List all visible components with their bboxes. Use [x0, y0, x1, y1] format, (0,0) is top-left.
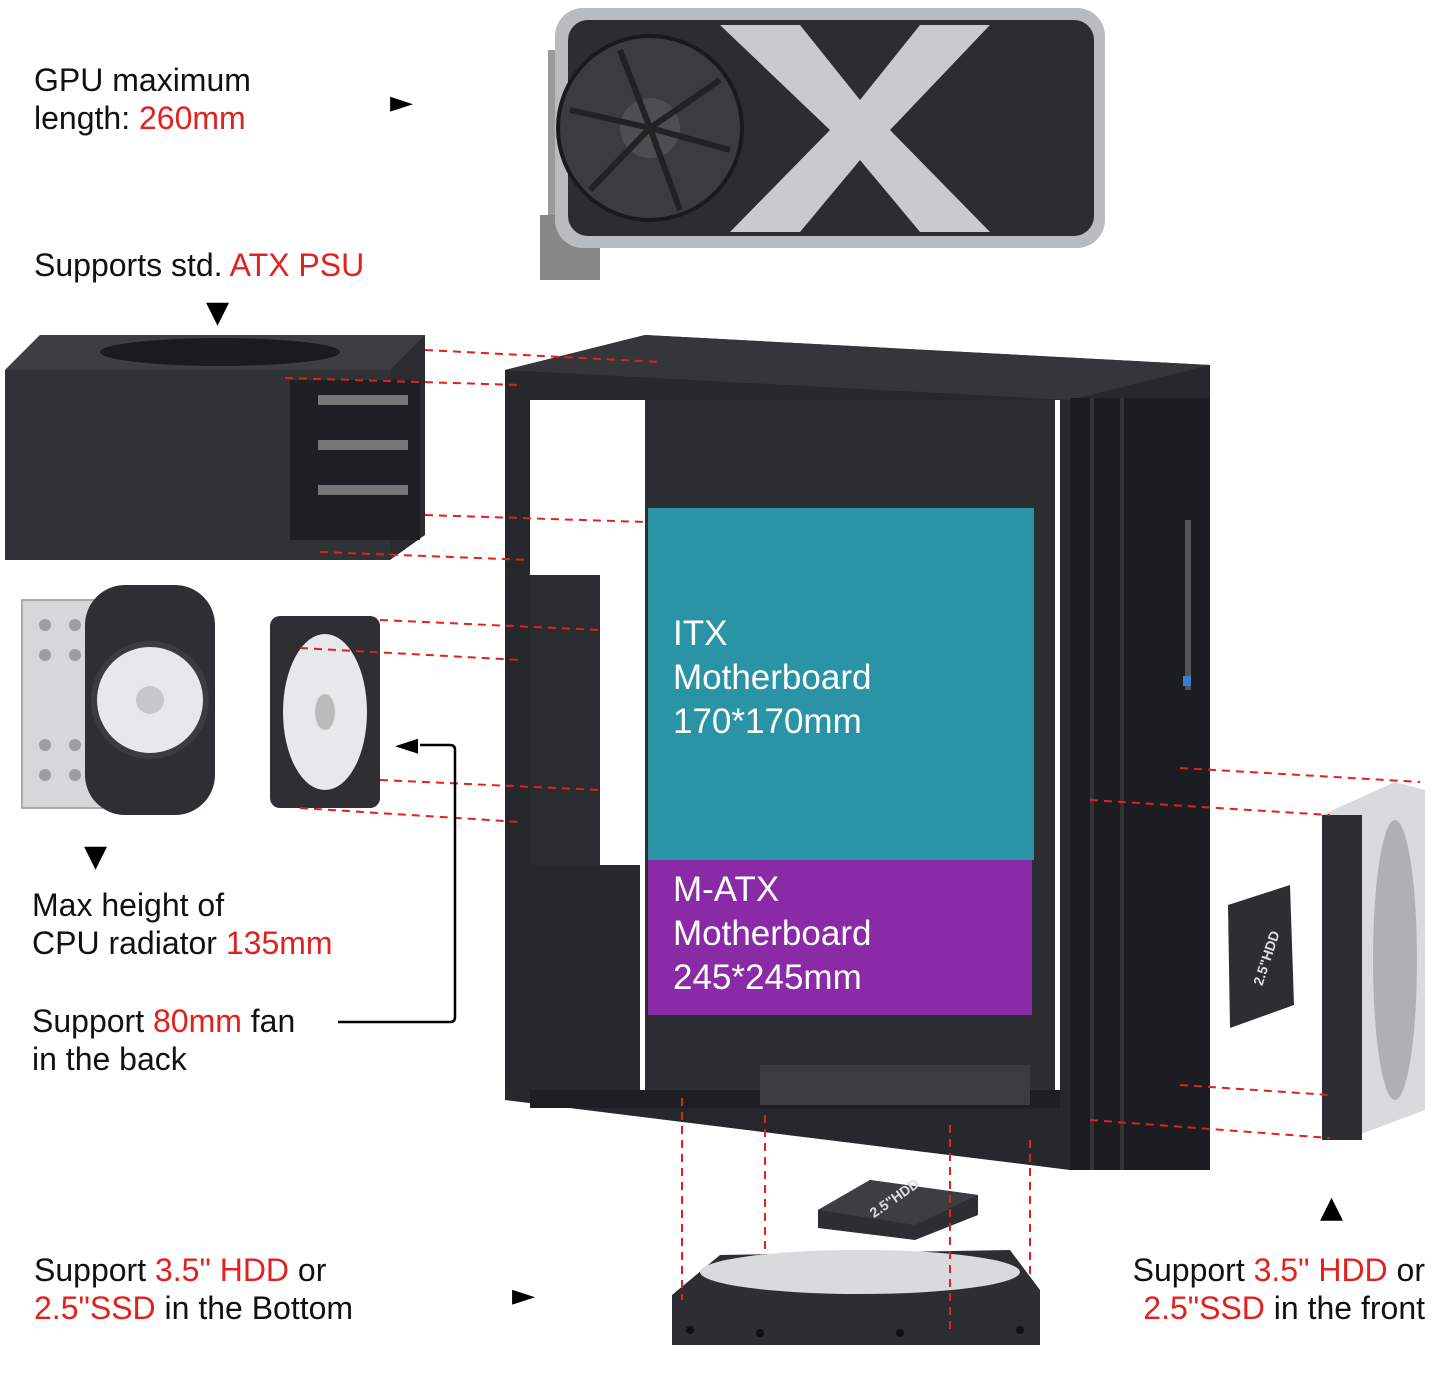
itx-board-label: ITX Motherboard 170*170mm — [673, 612, 871, 744]
cpu-height-value: 135mm — [225, 925, 333, 961]
front-label-prefix: Support — [1132, 1252, 1254, 1288]
matx-board-label: M-ATX Motherboard 245*245mm — [673, 868, 871, 1000]
front-ssd-value: 2.5"SSD — [1143, 1290, 1265, 1326]
cpu-cooler-illustration — [21, 585, 215, 815]
bottom-ssd-value: 2.5"SSD — [34, 1290, 156, 1326]
front-drive-label: Support 3.5" HDD or 2.5"SSD in the front — [1133, 1251, 1425, 1327]
bottom-label-prefix: Support — [34, 1252, 155, 1288]
psu-illustration — [5, 335, 425, 560]
gpu-length-value: 260mm — [138, 100, 246, 136]
matx-board-subtitle: Motherboard — [673, 914, 872, 953]
front-ssd-illustration — [1228, 885, 1294, 1028]
front-label-mid: or — [1387, 1252, 1425, 1288]
bottom-ssd-illustration — [818, 1180, 978, 1240]
gpu-arrow-right: ► — [390, 85, 414, 120]
itx-motherboard-area — [648, 508, 1034, 860]
gpu-label-line2: length: 260mm — [34, 99, 251, 137]
fan-label-line2: in the back — [32, 1041, 187, 1077]
front-hdd-value: 3.5" HDD — [1253, 1252, 1388, 1288]
rear-vent-grid — [535, 585, 593, 855]
psu-label: Supports std. ATX PSU — [34, 246, 364, 284]
bottom-label-suffix: in the Bottom — [155, 1290, 354, 1326]
bottom-drive-label: Support 3.5" HDD or 2.5"SSD in the Botto… — [34, 1251, 353, 1327]
gpu-label-line1: GPU maximum — [34, 62, 251, 98]
bottom-label-line1: Support 3.5" HDD or — [34, 1251, 353, 1289]
cpu-height-label: Max height of CPU radiator 135mm — [32, 886, 333, 962]
psu-type-value: ATX PSU — [229, 247, 365, 283]
bottom-label-line2: 2.5"SSD in the Bottom — [34, 1289, 353, 1327]
gpu-length-label: GPU maximum length: 260mm — [34, 61, 251, 137]
psu-label-prefix: Supports std. — [34, 247, 230, 283]
bottom-hdd-illustration — [672, 1250, 1040, 1345]
front-hdd-illustration — [1322, 782, 1425, 1140]
front-label-suffix: in the front — [1264, 1290, 1425, 1326]
bottom-arrow-right: ► — [512, 1278, 536, 1313]
gpu-illustration — [540, 8, 1105, 280]
fan-label-line1: Support 80mm fan — [32, 1002, 295, 1040]
front-label-line1: Support 3.5" HDD or — [1133, 1251, 1425, 1289]
fan-callout-connector — [338, 743, 457, 1024]
fan-label: Support 80mm fan in the back — [32, 1002, 295, 1078]
itx-board-subtitle: Motherboard — [673, 658, 872, 697]
bottom-hdd-value: 3.5" HDD — [154, 1252, 290, 1288]
fan-label-prefix: Support — [32, 1003, 153, 1039]
itx-board-title: ITX — [673, 614, 728, 653]
gpu-label-prefix: length: — [34, 100, 139, 136]
psu-arrow-down: ▼ — [206, 295, 230, 330]
fan-arrow-left: ◄ — [395, 727, 419, 762]
bottom-label-mid: or — [289, 1252, 327, 1288]
cpu-label-line2: CPU radiator 135mm — [32, 924, 333, 962]
front-arrow-up: ▲ — [1320, 1190, 1344, 1225]
front-label-line2: 2.5"SSD in the front — [1133, 1289, 1425, 1327]
cpu-arrow-down: ▼ — [84, 839, 108, 874]
rear-fan-illustration — [270, 616, 380, 808]
matx-board-title: M-ATX — [673, 870, 780, 909]
matx-board-size: 245*245mm — [673, 958, 862, 997]
cpu-label-prefix: CPU radiator — [32, 925, 226, 961]
fan-label-suffix: fan — [241, 1003, 296, 1039]
itx-board-size: 170*170mm — [673, 702, 862, 741]
guide-lines — [284, 349, 1421, 1335]
fan-size-value: 80mm — [152, 1003, 242, 1039]
cpu-label-line1: Max height of — [32, 887, 225, 923]
